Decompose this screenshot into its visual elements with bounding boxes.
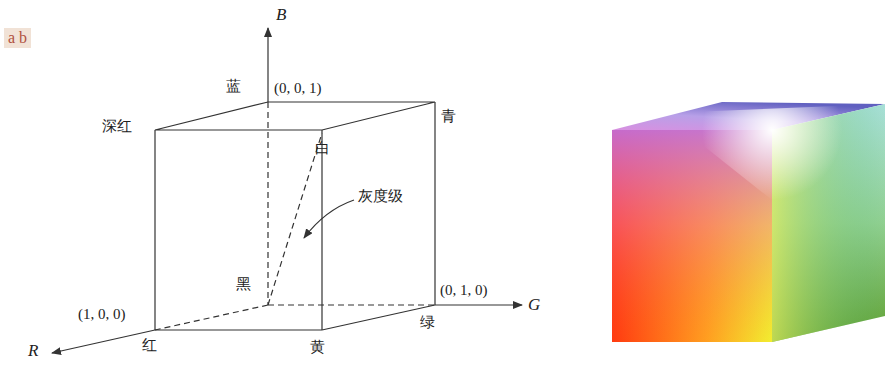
corner-name: 青 (441, 108, 456, 125)
corner-name: 黑 (236, 276, 251, 293)
corner-name: 绿 (420, 314, 435, 331)
coordinate: (1, 0, 0) (78, 306, 126, 323)
corner-name: 蓝 (226, 78, 241, 95)
axis-name: B (276, 6, 286, 25)
corner-name: 白 (315, 140, 330, 157)
coordinate: (0, 0, 1) (274, 80, 322, 97)
coordinate: (0, 1, 0) (440, 282, 488, 299)
axis-name: G (528, 296, 540, 315)
corner-name: 深红 (102, 118, 132, 135)
corner-name: 黄 (310, 339, 325, 356)
panel-label: a b (4, 28, 31, 48)
callout-text: 灰度级 (358, 188, 403, 205)
axis-name: R (28, 342, 38, 361)
corner-name: 红 (142, 337, 157, 354)
